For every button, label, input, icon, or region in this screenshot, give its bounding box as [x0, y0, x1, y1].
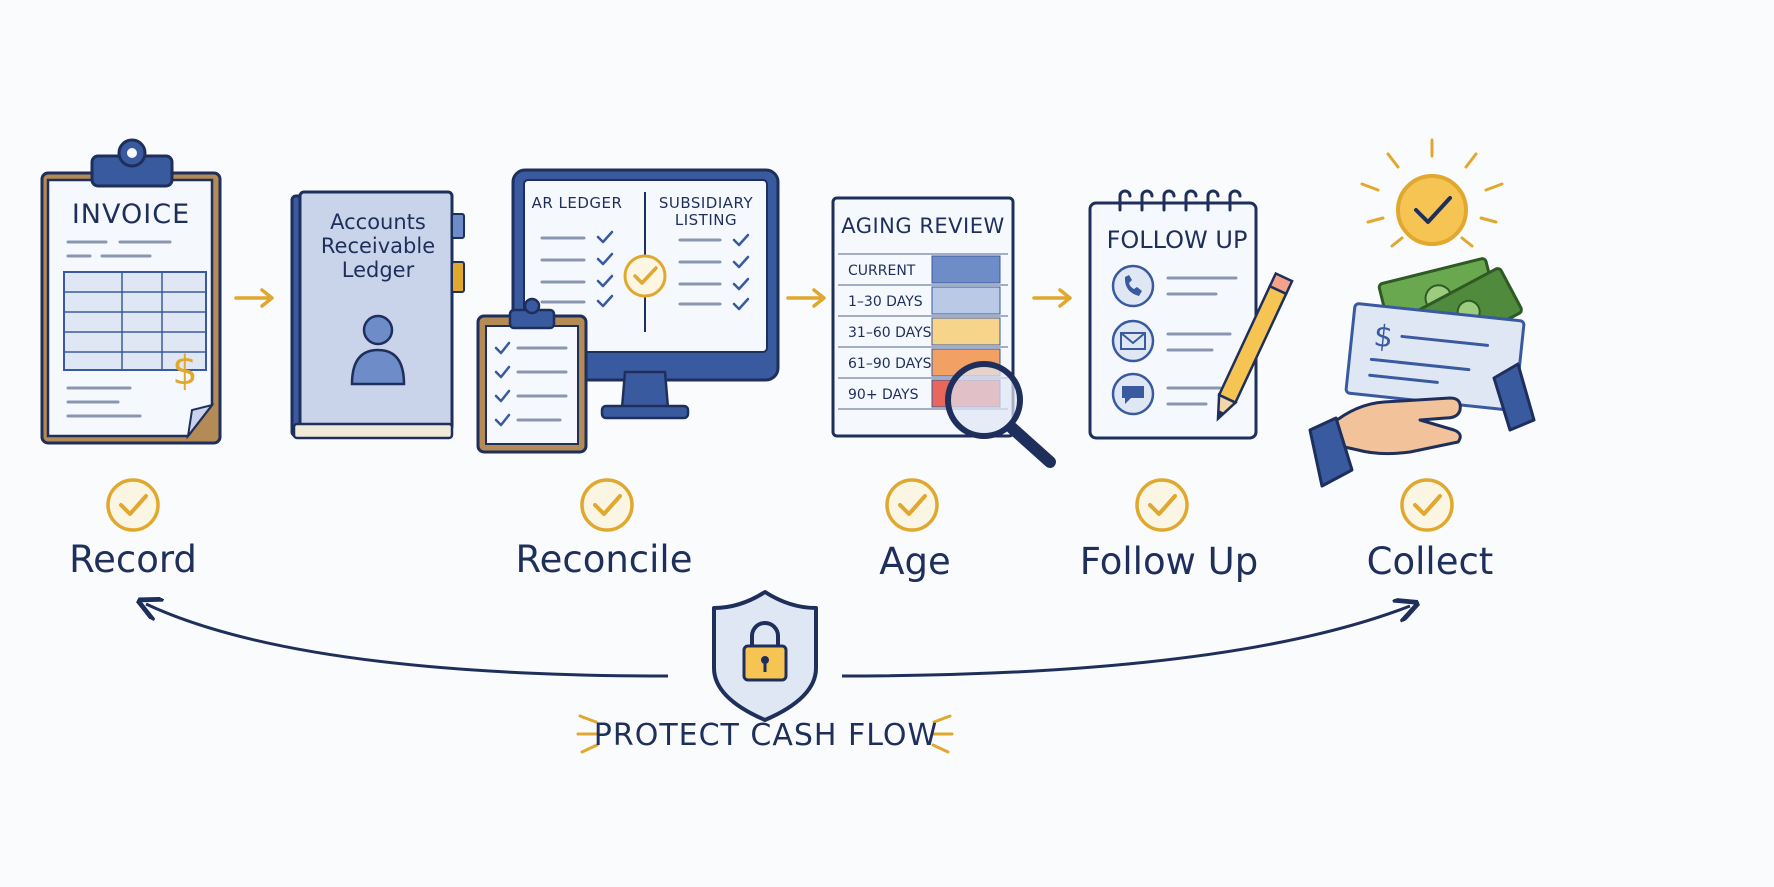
flow-arrow-1 — [234, 288, 274, 308]
ledger-book-icon: Accounts Receivable Ledger — [290, 190, 465, 440]
step-label-age: Age — [879, 540, 951, 583]
aging-row-label: 90+ DAYS — [848, 387, 919, 403]
envelope-icon — [1111, 319, 1155, 363]
footer-sparkles — [576, 714, 954, 754]
aging-row-swatch — [931, 255, 1001, 284]
hand-icon — [1308, 362, 1536, 488]
chat-bubble-icon — [1111, 372, 1155, 416]
subsidiary-header-line-1: SUBSIDIARY — [659, 194, 754, 212]
step-label-collect: Collect — [1366, 540, 1494, 583]
invoice-clipboard-icon: INVOICE $ — [40, 138, 222, 445]
pencil-icon — [1216, 271, 1294, 422]
return-arrow-left — [146, 604, 669, 678]
person-icon — [350, 314, 406, 386]
sun-check-icon — [1360, 138, 1504, 248]
check-circle-icon — [1135, 478, 1189, 532]
aging-row-swatch — [931, 317, 1001, 346]
step-checkmark-icons — [106, 478, 1454, 532]
check-dollar-sign: $ — [1372, 319, 1395, 356]
notepad-title: FOLLOW UP — [1107, 226, 1248, 254]
phone-icon — [1111, 264, 1155, 308]
check-circle-icon — [580, 478, 634, 532]
spiral-binding — [1118, 189, 1242, 212]
lock-shield-icon — [712, 590, 818, 722]
ledger-title-line-1: Accounts — [330, 210, 426, 234]
check-circle-icon — [106, 478, 160, 532]
follow-up-notepad-icon: FOLLOW UP — [1088, 189, 1258, 440]
invoice-dollar-sign: $ — [172, 348, 197, 394]
aging-row-label: 1–30 DAYS — [848, 294, 923, 310]
subsidiary-header-line-2: LISTING — [675, 211, 737, 229]
aging-row-label: 31–60 DAYS — [848, 325, 932, 341]
step-label-record: Record — [69, 538, 197, 581]
checklist-clipboard-icon — [476, 297, 588, 454]
aging-row-label: 61–90 DAYS — [848, 356, 932, 372]
step-label-follow-up: Follow Up — [1079, 540, 1259, 583]
aging-title: AGING REVIEW — [841, 214, 1005, 238]
flow-arrow-2 — [786, 288, 826, 308]
aging-row-swatch — [931, 286, 1001, 315]
step-label-reconcile: Reconcile — [515, 538, 693, 581]
magnifying-glass-icon — [945, 361, 1056, 468]
return-arrow-right — [841, 606, 1410, 678]
footer-label: PROTECT CASH FLOW — [594, 718, 938, 753]
aging-row-label: CURRENT — [848, 263, 916, 279]
ledger-title-line-3: Ledger — [342, 258, 415, 282]
check-document-icon: $ — [1344, 302, 1526, 412]
check-circle-icon — [885, 478, 939, 532]
invoice-title: INVOICE — [72, 199, 190, 230]
check-circle-icon — [1400, 478, 1454, 532]
ar-ledger-header: AR LEDGER — [532, 194, 623, 212]
flow-arrow-3 — [1032, 288, 1072, 308]
ledger-title-line-2: Receivable — [321, 234, 435, 258]
